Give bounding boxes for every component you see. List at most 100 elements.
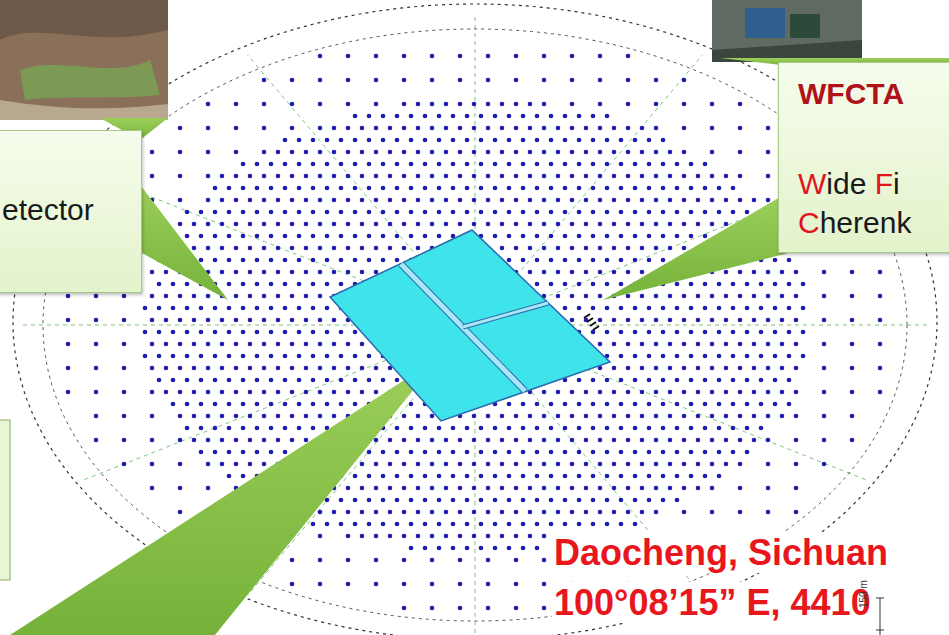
detector-dot bbox=[549, 186, 554, 191]
detector-dot bbox=[192, 438, 197, 443]
detector-dot bbox=[416, 174, 421, 179]
detector-dot bbox=[255, 162, 260, 167]
detector-dot bbox=[682, 366, 687, 371]
detector-dot bbox=[94, 438, 99, 443]
detector-dot bbox=[710, 174, 715, 179]
detector-dot bbox=[556, 174, 561, 179]
detector-dot bbox=[409, 426, 414, 431]
detector-dot bbox=[682, 342, 687, 347]
detector-dot bbox=[542, 150, 547, 155]
detector-dot bbox=[437, 138, 442, 143]
detector-dot bbox=[745, 330, 750, 335]
detector-dot bbox=[437, 450, 442, 455]
detector-dot bbox=[556, 294, 561, 299]
detector-dot bbox=[185, 234, 190, 239]
detector-dot bbox=[234, 318, 239, 323]
detector-dot bbox=[535, 210, 540, 215]
detector-dot bbox=[339, 234, 344, 239]
detector-dot bbox=[605, 186, 610, 191]
detector-dot bbox=[689, 210, 694, 215]
detector-dot bbox=[619, 234, 624, 239]
detector-dot bbox=[724, 318, 729, 323]
detector-dot bbox=[66, 294, 71, 299]
detector-dot bbox=[416, 246, 421, 251]
detector-dot bbox=[647, 306, 652, 311]
detector-dot bbox=[675, 186, 680, 191]
detector-dot bbox=[227, 450, 232, 455]
detector-dot bbox=[437, 234, 442, 239]
detector-dot bbox=[626, 510, 631, 515]
detector-dot bbox=[682, 174, 687, 179]
detector-dot bbox=[570, 462, 575, 467]
detector-dot bbox=[409, 234, 414, 239]
detector-dot bbox=[290, 270, 295, 275]
detector-dot bbox=[402, 438, 407, 443]
detector-dot bbox=[493, 546, 498, 551]
detector-dot bbox=[395, 498, 400, 503]
detector-dot bbox=[745, 426, 750, 431]
detector-dot bbox=[738, 486, 743, 491]
detector-dot bbox=[542, 582, 547, 587]
detector-dot bbox=[297, 210, 302, 215]
detector-dot bbox=[206, 462, 211, 467]
detector-dot bbox=[598, 54, 603, 59]
detector-dot bbox=[262, 150, 267, 155]
detector-dot bbox=[388, 126, 393, 131]
callout-wedge bbox=[603, 196, 800, 300]
detector-dot bbox=[500, 534, 505, 539]
detector-dot bbox=[654, 222, 659, 227]
detector-dot bbox=[269, 210, 274, 215]
detector-dot bbox=[563, 450, 568, 455]
detector-dot bbox=[325, 138, 330, 143]
detector-dot bbox=[199, 234, 204, 239]
detector-dot bbox=[724, 462, 729, 467]
detector-dot bbox=[276, 246, 281, 251]
detector-dot bbox=[521, 450, 526, 455]
detector-dot bbox=[591, 306, 596, 311]
detector-dot bbox=[360, 246, 365, 251]
detector-dot bbox=[381, 258, 386, 263]
detector-dot bbox=[591, 210, 596, 215]
detector-dot bbox=[549, 114, 554, 119]
detector-dot bbox=[451, 546, 456, 551]
detector-dot bbox=[206, 414, 211, 419]
detector-dot bbox=[381, 234, 386, 239]
detector-dot bbox=[220, 318, 225, 323]
detector-dot bbox=[290, 366, 295, 371]
detector-dot bbox=[633, 162, 638, 167]
detector-dot bbox=[304, 150, 309, 155]
detector-dot bbox=[353, 138, 358, 143]
detector-dot bbox=[556, 438, 561, 443]
detector-dot bbox=[689, 330, 694, 335]
detector-dot bbox=[213, 330, 218, 335]
detector-dot bbox=[276, 390, 281, 395]
detector-dot bbox=[199, 258, 204, 263]
detector-dot bbox=[276, 150, 281, 155]
detector-dot bbox=[297, 282, 302, 287]
detector-dot bbox=[430, 102, 435, 107]
detector-dot bbox=[633, 426, 638, 431]
detector-dot bbox=[290, 246, 295, 251]
detector-dot bbox=[458, 126, 463, 131]
detector-dot bbox=[745, 210, 750, 215]
detector-dot bbox=[577, 210, 582, 215]
detector-dot bbox=[332, 150, 337, 155]
pond-divider bbox=[401, 264, 525, 391]
detector-dot bbox=[535, 546, 540, 551]
detector-dot bbox=[766, 150, 771, 155]
detector-dot bbox=[262, 126, 267, 131]
detector-dot bbox=[689, 450, 694, 455]
detector-dot bbox=[591, 330, 596, 335]
detector-dot bbox=[402, 510, 407, 515]
detector-dot bbox=[738, 438, 743, 443]
detector-dot bbox=[220, 222, 225, 227]
detector-dot bbox=[619, 186, 624, 191]
detector-dot bbox=[360, 174, 365, 179]
detector-dot bbox=[584, 246, 589, 251]
detector-dot bbox=[458, 510, 463, 515]
detector-dot bbox=[388, 198, 393, 203]
detector-dot bbox=[563, 186, 568, 191]
detector-dot bbox=[465, 114, 470, 119]
detector-dot bbox=[437, 162, 442, 167]
detector-dot bbox=[654, 294, 659, 299]
